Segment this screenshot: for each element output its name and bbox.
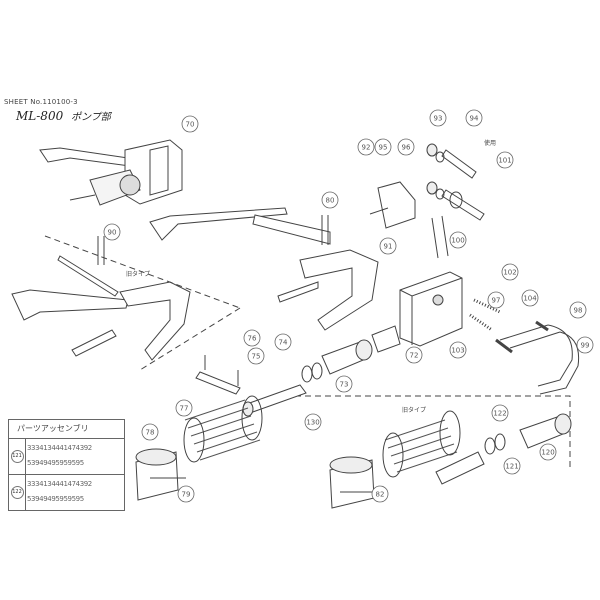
callout-78-circle xyxy=(141,423,159,441)
sheet-number: SHEET No.110100-3 xyxy=(4,98,78,106)
callout-80: 80 xyxy=(326,197,335,205)
callout-103-circle xyxy=(449,341,467,359)
collar-122-82 xyxy=(329,456,375,509)
callout-99: 99 xyxy=(581,342,590,350)
callout-73: 73 xyxy=(340,381,349,389)
callout-100-circle xyxy=(449,231,467,249)
callout-75-circle xyxy=(247,347,265,365)
bolt-100b xyxy=(441,215,449,257)
callout-103: 103 xyxy=(451,347,464,355)
callout-76-circle xyxy=(243,329,261,347)
callout-75: 75 xyxy=(252,353,261,361)
collar-78 xyxy=(135,448,179,501)
callout-70: 70 xyxy=(186,121,195,129)
pedal-assembly-90-old-type xyxy=(11,236,191,361)
callout-82-circle xyxy=(371,485,389,503)
callout-120-circle xyxy=(539,443,557,461)
bolt-100a xyxy=(431,217,439,259)
callout-95-circle xyxy=(374,138,392,156)
parts-table-header: パーツアッセンブリ xyxy=(9,420,124,439)
callout-90: 90 xyxy=(108,229,117,237)
row-parts-line2: 53949495959595 xyxy=(27,459,84,467)
callout-98-circle xyxy=(569,301,587,319)
callout-93-circle xyxy=(429,109,447,127)
section-name: ポンプ部 xyxy=(71,112,111,123)
callout-80-circle xyxy=(321,191,339,209)
spring-103 xyxy=(469,313,493,332)
callout-95: 95 xyxy=(379,144,388,152)
callout-121-circle xyxy=(503,457,521,475)
callout-78: 78 xyxy=(146,429,155,437)
parts-assembly-table: パーツアッセンブリ 121 3334134441474392 539494959… xyxy=(8,419,125,511)
callout-94-circle xyxy=(465,109,483,127)
callout-74-circle xyxy=(274,333,292,351)
callout-70-circle xyxy=(181,115,199,133)
callout-74: 74 xyxy=(279,339,288,347)
piston-75 xyxy=(242,384,307,417)
callout-97-circle xyxy=(487,291,505,309)
callout-102: 102 xyxy=(503,269,516,277)
row-id: 121 xyxy=(10,450,24,463)
spring-77-right xyxy=(382,410,461,478)
callout-104: 104 xyxy=(523,295,537,303)
row-parts-line1: 3334134441474392 xyxy=(27,444,92,452)
hose-assembly-98-99 xyxy=(495,320,580,395)
cylinder-73 xyxy=(321,339,373,375)
parts-table-row: 122 3334134441474392 53949495959595 xyxy=(9,475,124,510)
callout-101-circle xyxy=(496,151,514,169)
callout-91-circle xyxy=(379,237,397,255)
callout-82: 82 xyxy=(376,491,385,499)
callout-76: 76 xyxy=(248,335,257,343)
callout-100: 100 xyxy=(451,237,464,245)
seal-74b xyxy=(311,362,323,380)
callout-72-circle xyxy=(405,346,423,364)
row-id: 122 xyxy=(10,486,24,499)
callout-79-circle xyxy=(177,485,195,503)
callout-130: 130 xyxy=(306,419,319,427)
callout-104-circle xyxy=(521,289,539,307)
row-parts-line2: 53949495959595 xyxy=(27,495,84,503)
callout-77-circle xyxy=(175,399,193,417)
callout-130-circle xyxy=(304,413,322,431)
callout-99-circle xyxy=(576,336,594,354)
parts-table-row: 121 3334134441474392 53949495959595 xyxy=(9,439,124,475)
callout-122-circle xyxy=(491,404,509,422)
callout-73-circle xyxy=(335,375,353,393)
callout-72: 72 xyxy=(410,352,419,360)
callout-92-circle xyxy=(357,138,375,156)
callout-90-circle xyxy=(103,223,121,241)
callout-122: 122 xyxy=(493,410,506,418)
callout-94: 94 xyxy=(470,115,479,123)
seal-74a xyxy=(301,365,313,383)
callout-96-circle xyxy=(397,138,415,156)
callout-91: 91 xyxy=(384,243,393,251)
callout-120: 120 xyxy=(541,449,554,457)
pump-assembly-70 xyxy=(39,139,183,206)
callout-77: 77 xyxy=(180,405,189,413)
piston-old-type xyxy=(435,413,572,485)
callout-93: 93 xyxy=(434,115,443,123)
callout-92: 92 xyxy=(362,144,371,152)
pin-76 xyxy=(195,355,241,395)
row-parts-line1: 3334134441474392 xyxy=(27,480,92,488)
pump-body-72 xyxy=(371,271,463,353)
callout-97: 97 xyxy=(492,297,501,305)
callout-79: 79 xyxy=(182,491,191,499)
bracket-92 xyxy=(369,181,416,229)
spring-77-left xyxy=(183,395,263,463)
pedal-assembly-80 xyxy=(149,207,379,331)
model-name: ML-800 xyxy=(16,109,64,123)
callout-102-circle xyxy=(501,263,519,281)
callout-96: 96 xyxy=(402,144,411,152)
callout-101: 101 xyxy=(498,157,511,165)
fittings-93-96 xyxy=(426,143,485,221)
drawing-title: ML-800 ポンプ部 xyxy=(16,108,111,123)
callout-121: 121 xyxy=(505,463,518,471)
callout-98: 98 xyxy=(574,307,583,315)
